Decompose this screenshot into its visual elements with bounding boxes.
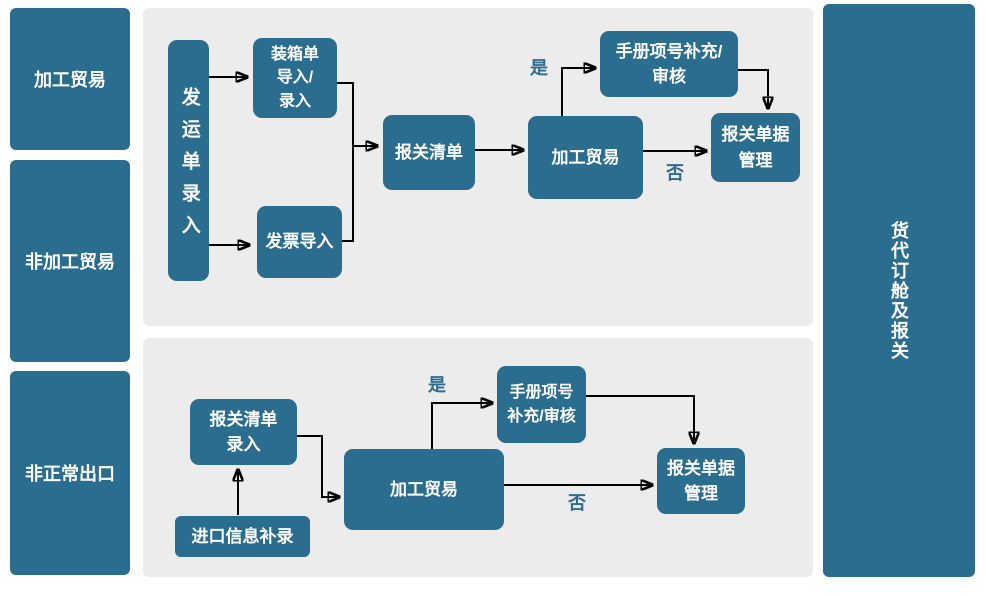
node-shipping-note-entry: 发运单录入 (168, 40, 209, 281)
node-label: 手册项号 补充/审核 (507, 383, 576, 425)
category-processing-trade: 加工贸易 (10, 8, 130, 150)
decision-yes-bottom: 是 (428, 375, 446, 395)
node-manual-item-supplement-bottom: 手册项号 补充/审核 (497, 366, 586, 443)
node-label: 加工贸易 (551, 147, 620, 167)
node-label: 报关单据 管理 (667, 458, 735, 504)
node-import-info-supplement: 进口信息补录 (175, 516, 310, 557)
node-label: 报关清单 录入 (209, 409, 278, 455)
node-customs-doc-management-top: 报关单据 管理 (711, 113, 800, 182)
freight-booking-customs-label: 货代订舱及报关 (889, 220, 909, 361)
node-label: 加工贸易 (390, 479, 458, 499)
arrow-listentry-to-processing (297, 435, 340, 497)
arrow-yes-to-manual-bottom (431, 403, 493, 449)
node-packing-list-import: 装箱单 导入/ 录入 (253, 38, 337, 118)
category-label: 非正常出口 (25, 464, 115, 484)
node-label: 进口信息补录 (191, 526, 294, 546)
arrow-manual-to-docmgmt-bottom (586, 395, 694, 444)
category-label: 加工贸易 (34, 70, 106, 90)
decision-no-top: 否 (666, 163, 684, 183)
node-label: 装箱单 导入/ 录入 (270, 46, 319, 110)
node-customs-list-entry: 报关清单 录入 (190, 399, 297, 465)
decision-no-bottom: 否 (568, 493, 586, 513)
node-invoice-import: 发票导入 (257, 206, 342, 278)
node-customs-list: 报关清单 (383, 115, 475, 190)
node-label: 手册项号补充/ 审核 (615, 41, 723, 87)
node-manual-item-supplement-top: 手册项号补充/ 审核 (600, 31, 738, 97)
node-label: 发运单录入 (178, 87, 200, 247)
node-customs-doc-management-bottom: 报关单据 管理 (657, 448, 745, 514)
category-non-processing-trade: 非加工贸易 (10, 160, 130, 362)
node-label: 报关单据 管理 (721, 125, 790, 170)
node-processing-trade-bottom: 加工贸易 (344, 449, 504, 530)
decision-yes-top: 是 (530, 58, 548, 78)
node-label: 报关清单 (395, 142, 463, 162)
node-processing-trade-top: 加工贸易 (528, 116, 643, 199)
arrow-manual-to-docmgmt-top (738, 69, 768, 109)
freight-booking-customs-box: 货代订舱及报关 (823, 4, 975, 577)
merge-line-packing-invoice (337, 82, 354, 242)
node-label: 发票导入 (265, 232, 334, 252)
category-abnormal-export: 非正常出口 (10, 371, 130, 575)
category-label: 非加工贸易 (25, 252, 115, 272)
arrow-yes-to-manual-top (561, 68, 596, 116)
